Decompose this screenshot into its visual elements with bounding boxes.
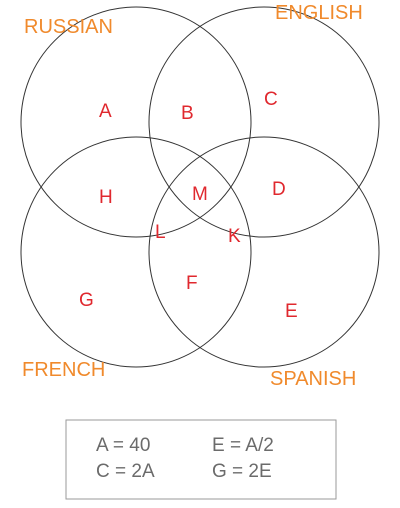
- region-label-d: D: [272, 179, 286, 200]
- region-label-b: B: [181, 103, 194, 124]
- region-label-g: G: [79, 290, 94, 311]
- legend-e-equation: E = A/2: [212, 435, 274, 456]
- region-label-k: K: [228, 226, 241, 247]
- circle-french: [20, 136, 252, 368]
- set-label-french: FRENCH: [22, 359, 105, 381]
- set-label-spanish: SPANISH: [270, 368, 356, 390]
- legend-a-equation: A = 40: [96, 435, 150, 456]
- region-label-c: C: [264, 89, 278, 110]
- legend-c-equation: C = 2A: [96, 461, 155, 482]
- set-label-english: ENGLISH: [275, 2, 363, 24]
- region-label-e: E: [285, 301, 298, 322]
- circle-russian: [20, 6, 252, 238]
- region-label-h: H: [99, 187, 113, 208]
- circle-english: [148, 6, 380, 238]
- set-label-russian: RUSSIAN: [24, 16, 113, 38]
- region-label-a: A: [99, 101, 112, 122]
- legend-g-equation: G = 2E: [212, 461, 272, 482]
- region-label-f: F: [186, 273, 198, 294]
- region-label-l: L: [155, 222, 166, 243]
- legend-box: [65, 419, 337, 500]
- region-label-m: M: [192, 184, 208, 205]
- legend: A = 40 E = A/2 C = 2A G = 2E: [65, 419, 337, 500]
- circle-spanish: [148, 136, 380, 368]
